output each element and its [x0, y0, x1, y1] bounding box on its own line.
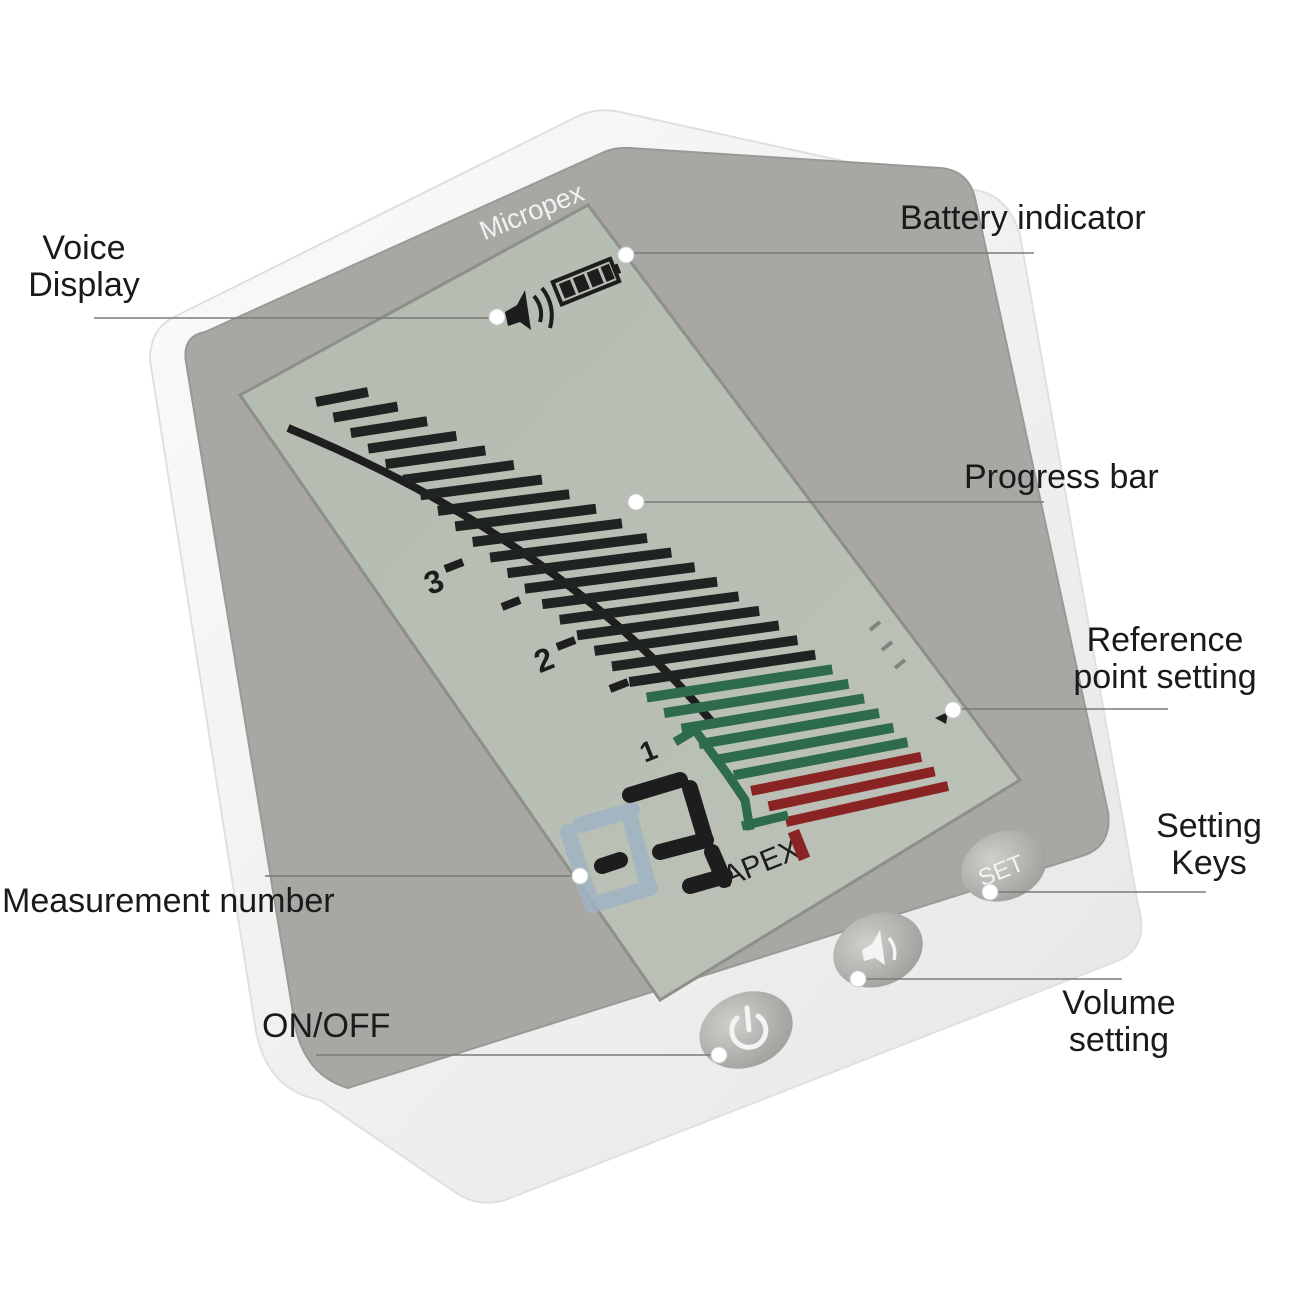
label-setting-keys-line1: Setting: [1156, 807, 1262, 845]
label-voice-display-line2: Display: [28, 266, 140, 304]
reference-triangle: [935, 712, 948, 724]
set-button[interactable]: SET: [950, 818, 1057, 914]
label-measurement-number: Measurement number: [2, 882, 335, 920]
label-setting-keys-line2: Keys: [1171, 844, 1247, 882]
lcd-screen: [237, 203, 1023, 1003]
bar-segment: [593, 620, 780, 656]
speaker-icon: [505, 286, 554, 330]
label-on-off: ON/OFF: [262, 1007, 391, 1045]
bar-segment: [506, 547, 672, 579]
bar-segment: [332, 401, 399, 423]
label-reference-point: Reference point setting: [1064, 622, 1266, 696]
bar-segment: [576, 605, 760, 641]
volume-icon: [862, 930, 897, 965]
power-icon: [729, 1005, 769, 1050]
scale-tick: [608, 678, 630, 693]
label-battery-indicator: Battery indicator: [900, 199, 1146, 237]
bar-segment: [454, 503, 597, 532]
bar-segment: [645, 664, 834, 703]
scale-ticks: [443, 558, 630, 693]
bar-segment: [611, 635, 799, 672]
bar-segment: [750, 751, 923, 796]
bar-segment: [419, 474, 543, 501]
bar-segment: [767, 766, 936, 812]
bar-segment: [472, 518, 623, 547]
leader-dots: [488, 246, 999, 1064]
progress-bar: [315, 387, 950, 827]
bar-segment: [350, 416, 428, 439]
scale-tick: [555, 636, 577, 651]
bar-segment: [402, 460, 515, 485]
bar-segment: [489, 532, 648, 563]
bar-segment: [680, 693, 865, 734]
ghost-digit: [560, 802, 658, 913]
reference-dashes: [868, 620, 907, 670]
reference-bracket: [672, 724, 755, 831]
label-progress-bar: Progress bar: [964, 458, 1159, 496]
label-volume-setting-line1: Volume: [1062, 984, 1176, 1022]
bar-segment: [437, 489, 570, 516]
bar-segment: [715, 722, 895, 765]
leader-lines: [94, 252, 1206, 1056]
bar-segment: [732, 737, 909, 781]
label-setting-keys: Setting Keys: [1152, 808, 1266, 882]
scale-tick: [443, 558, 465, 573]
battery-icon: [550, 256, 622, 307]
bar-segment: [541, 576, 718, 610]
label-reference-point-line1: Reference: [1086, 621, 1244, 659]
scale-tick: [500, 596, 522, 611]
bar-segment: [524, 562, 696, 594]
measurement-digit: [594, 772, 733, 894]
label-voice-display: Voice Display: [24, 230, 144, 304]
bar-segment: [628, 649, 817, 687]
bar-segment: [784, 781, 950, 827]
volume-button[interactable]: [822, 899, 934, 1000]
label-voice-display-line1: Voice: [42, 229, 126, 267]
bar-segment: [315, 387, 369, 407]
label-volume-setting: Volume setting: [1058, 985, 1180, 1059]
label-volume-setting-line2: setting: [1068, 1021, 1170, 1059]
bar-segment: [367, 430, 458, 454]
bar-segment: [384, 445, 487, 470]
bar-segment: [663, 678, 850, 719]
bar-segment: [559, 591, 740, 625]
bar-segment: [698, 708, 880, 750]
apex-marker: [787, 828, 811, 862]
label-reference-point-line2: point setting: [1073, 658, 1257, 696]
